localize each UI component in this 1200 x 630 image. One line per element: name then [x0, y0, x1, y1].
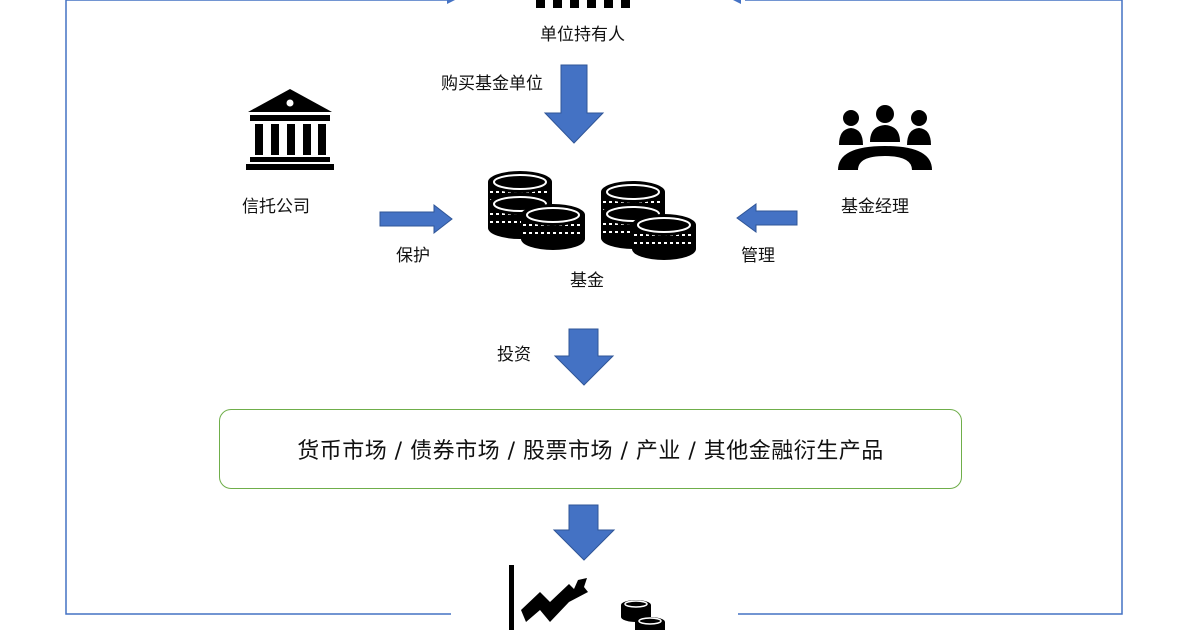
bank-icon [246, 89, 334, 170]
buy-arrow [543, 64, 605, 144]
feedback-loop [65, 0, 1123, 615]
fund-label: 基金 [570, 271, 604, 291]
returns-arrow [552, 504, 616, 561]
people-icon [536, 0, 630, 8]
growth-chart-icon [509, 565, 588, 630]
coins-icon [487, 170, 697, 261]
trust-company-label: 信托公司 [242, 197, 310, 217]
meeting-icon [838, 105, 932, 170]
buy-units-label: 购买基金单位 [441, 74, 543, 94]
markets-text: 货币市场 / 债券市场 / 股票市场 / 产业 / 其他金融衍生产品 [297, 439, 884, 464]
invest-arrow [553, 328, 615, 386]
markets-box: 货币市场 / 债券市场 / 股票市场 / 产业 / 其他金融衍生产品 [219, 409, 962, 489]
protect-arrow [379, 203, 453, 235]
manage-label: 管理 [741, 246, 775, 266]
fund-manager-label: 基金经理 [841, 197, 909, 217]
manage-arrow [736, 203, 798, 233]
unit-holder-label: 单位持有人 [540, 25, 625, 45]
invest-label: 投资 [497, 345, 531, 365]
returns-coins-icon [621, 600, 665, 630]
protect-label: 保护 [396, 246, 430, 266]
